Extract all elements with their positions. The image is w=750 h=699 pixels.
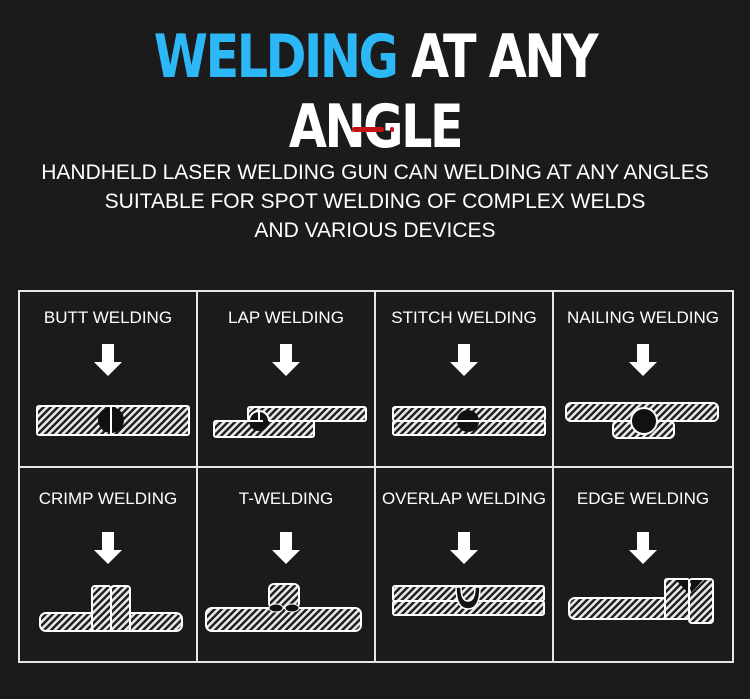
nailing-weld-diagram: [565, 402, 719, 439]
stitch-weld-diagram: [392, 406, 546, 436]
crimp-weld-diagram: [39, 585, 183, 632]
type-label: T-WELDING: [238, 489, 334, 508]
description-line-2: SUITABLE FOR SPOT WELDING OF COMPLEX WEL…: [104, 190, 646, 213]
page-title: WELDING AT ANY ANGLE: [68, 22, 683, 162]
title-highlight: WELDING: [153, 22, 399, 92]
down-arrow-icon: [94, 532, 122, 564]
welding-type-t: T-WELDING: [198, 468, 376, 661]
down-arrow-icon: [629, 344, 657, 376]
divider-dash: [352, 127, 384, 132]
welding-type-butt: BUTT WELDING: [20, 292, 198, 468]
description-line-1: HANDHELD LASER WELDING GUN CAN WELDING A…: [41, 161, 709, 184]
welding-type-nailing: NAILING WELDING: [554, 292, 732, 468]
welding-type-overlap: OVERLAP WELDING: [376, 468, 554, 661]
t-weld-diagram: [205, 583, 362, 632]
type-label: OVERLAP WELDING: [381, 489, 547, 508]
type-label: LAP WELDING: [228, 308, 344, 327]
welding-type-stitch: STITCH WELDING: [376, 292, 554, 468]
type-label: CRIMP WELDING: [38, 489, 178, 508]
lap-weld-diagram: [213, 406, 367, 438]
down-arrow-icon: [450, 532, 478, 564]
type-label: NAILING WELDING: [566, 308, 720, 327]
down-arrow-icon: [450, 344, 478, 376]
type-label: BUTT WELDING: [43, 308, 173, 327]
welding-type-edge: EDGE WELDING: [554, 468, 732, 661]
type-label: EDGE WELDING: [576, 489, 710, 508]
down-arrow-icon: [94, 344, 122, 376]
edge-weld-diagram: [568, 578, 714, 624]
down-arrow-icon: [272, 344, 300, 376]
welding-type-lap: LAP WELDING: [198, 292, 376, 468]
down-arrow-icon: [629, 532, 657, 564]
welding-type-crimp: CRIMP WELDING: [20, 468, 198, 661]
welding-types-grid: BUTT WELDING LAP WELDING STITCH WELDING …: [18, 290, 734, 663]
type-label: STITCH WELDING: [391, 308, 537, 327]
down-arrow-icon: [272, 532, 300, 564]
divider-dot: [390, 127, 394, 132]
overlap-weld-diagram: [392, 585, 545, 616]
butt-weld-diagram: [36, 405, 190, 436]
description-line-3: AND VARIOUS DEVICES: [254, 219, 496, 242]
